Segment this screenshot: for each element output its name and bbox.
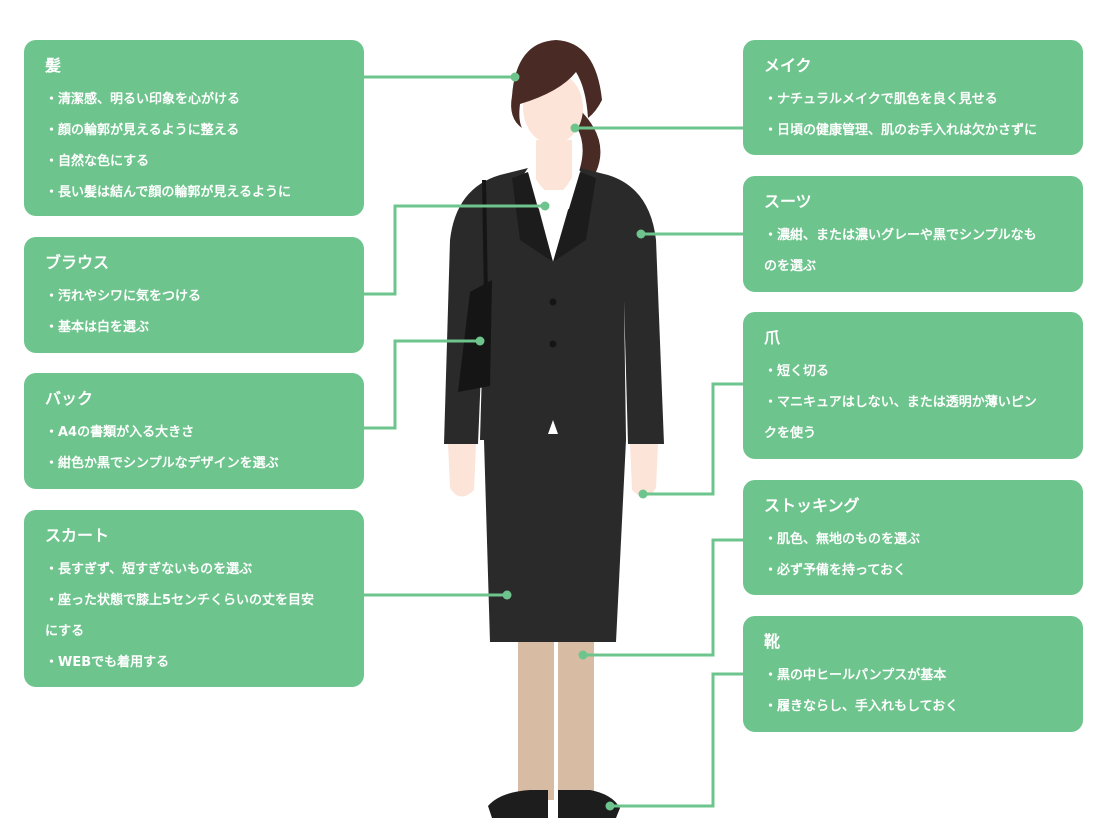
lapel-left <box>512 172 553 262</box>
card-item: ・顔の輪郭が見えるように整える <box>45 123 240 138</box>
card-title: 靴 <box>764 632 781 651</box>
card-title: メイク <box>764 56 812 75</box>
card-item: ・長い髪は結んで顔の輪郭が見えるように <box>45 185 291 200</box>
dot-blouse <box>540 201 550 211</box>
jacket <box>444 168 664 444</box>
connector-shoes <box>610 672 743 808</box>
card-item: ・A4の書類が入る大きさ <box>45 425 195 440</box>
card-item: のを選ぶ <box>764 259 817 274</box>
left-shoe <box>488 790 548 818</box>
connector-lines <box>364 75 743 808</box>
card-shoes: 靴 ・黒の中ヒールパンプスが基本 ・履きならし、手入れもしておく <box>743 616 1083 732</box>
dot-bag <box>475 336 485 346</box>
card-stockings: ストッキング ・肌色、無地のものを選ぶ ・必ず予備を持っておく <box>743 480 1083 595</box>
right-shoe <box>558 790 620 818</box>
card-title: 爪 <box>764 328 781 347</box>
card-nails: 爪 ・短く切る ・マニキュアはしない、または透明か薄いピン クを使う <box>743 312 1083 459</box>
card-blouse: ブラウス ・汚れやシワに気をつける ・基本は白を選ぶ <box>24 237 364 353</box>
dot-suit <box>636 229 646 239</box>
bag <box>458 280 492 392</box>
dot-nails <box>638 489 648 499</box>
card-suit: スーツ ・濃紺、または濃いグレーや黒でシンプルなも のを選ぶ <box>743 176 1083 292</box>
card-title: スカート <box>45 526 110 545</box>
card-title: 髪 <box>45 56 62 75</box>
card-item: ・長すぎず、短すぎないものを選ぶ <box>45 562 253 577</box>
dot-hair <box>510 72 520 82</box>
connector-nails <box>643 382 743 496</box>
card-item: ・マニキュアはしない、または透明か薄いピン <box>764 395 1037 410</box>
card-makeup: メイク ・ナチュラルメイクで肌色を良く見せる ・日頃の健康管理、肌のお手入れは欠… <box>743 40 1083 155</box>
card-title: ブラウス <box>45 253 110 272</box>
card-item: ・黒の中ヒールパンプスが基本 <box>764 668 947 683</box>
card-title: バック <box>45 389 94 408</box>
card-skirt: スカート ・長すぎず、短すぎないものを選ぶ ・座った状態で膝上5センチくらいの丈… <box>24 510 364 687</box>
connector-dots <box>475 72 648 811</box>
dot-skirt <box>502 590 512 600</box>
jacket-button-2 <box>549 340 557 348</box>
card-title: スーツ <box>764 192 812 211</box>
card-item: ・自然な色にする <box>45 154 150 169</box>
left-hand <box>448 444 476 497</box>
dot-makeup <box>570 123 580 133</box>
dot-shoes <box>605 801 615 811</box>
connector-blouse <box>364 204 545 296</box>
connector-stockings <box>583 538 743 657</box>
card-item: ・紺色か黒でシンプルなデザインを選ぶ <box>45 456 279 471</box>
card-item: ・基本は白を選ぶ <box>45 320 150 335</box>
card-item: ・ナチュラルメイクで肌色を良く見せる <box>764 92 998 107</box>
dot-stockings <box>578 650 588 660</box>
card-item: ・肌色、無地のものを選ぶ <box>764 532 921 547</box>
jacket-slit <box>548 420 558 434</box>
card-item: ・WEBでも着用する <box>45 655 170 670</box>
jacket-button-1 <box>549 298 557 306</box>
neck <box>536 140 572 190</box>
card-item: ・清潔感、明るい印象を心がける <box>45 92 241 107</box>
right-hand <box>630 444 658 497</box>
card-hair: 髪 ・清潔感、明るい印象を心がける ・顔の輪郭が見えるように整える ・自然な色に… <box>24 40 364 216</box>
card-item: ・必ず予備を持っておく <box>764 563 906 578</box>
card-item: クを使う <box>764 426 817 441</box>
bag-strap <box>482 180 488 300</box>
card-item: ・汚れやシワに気をつける <box>45 289 202 304</box>
card-item: ・座った状態で膝上5センチくらいの丈を目安 <box>45 593 315 608</box>
left-leg <box>518 630 554 800</box>
card-item: ・短く切る <box>764 364 830 379</box>
connector-bag <box>364 339 480 430</box>
card-title: ストッキング <box>764 496 860 515</box>
card-item: にする <box>45 624 85 639</box>
card-bag: バック ・A4の書類が入る大きさ ・紺色か黒でシンプルなデザインを選ぶ <box>24 373 364 489</box>
right-leg <box>558 630 594 800</box>
skirt <box>484 440 626 642</box>
card-item: ・濃紺、または濃いグレーや黒でシンプルなも <box>764 228 1037 243</box>
hair-front <box>511 40 602 128</box>
lapel-right <box>553 172 596 262</box>
woman-figure <box>444 40 664 818</box>
card-item: ・履きならし、手入れもしておく <box>764 699 959 714</box>
card-item: ・日頃の健康管理、肌のお手入れは欠かさずに <box>764 123 1038 138</box>
